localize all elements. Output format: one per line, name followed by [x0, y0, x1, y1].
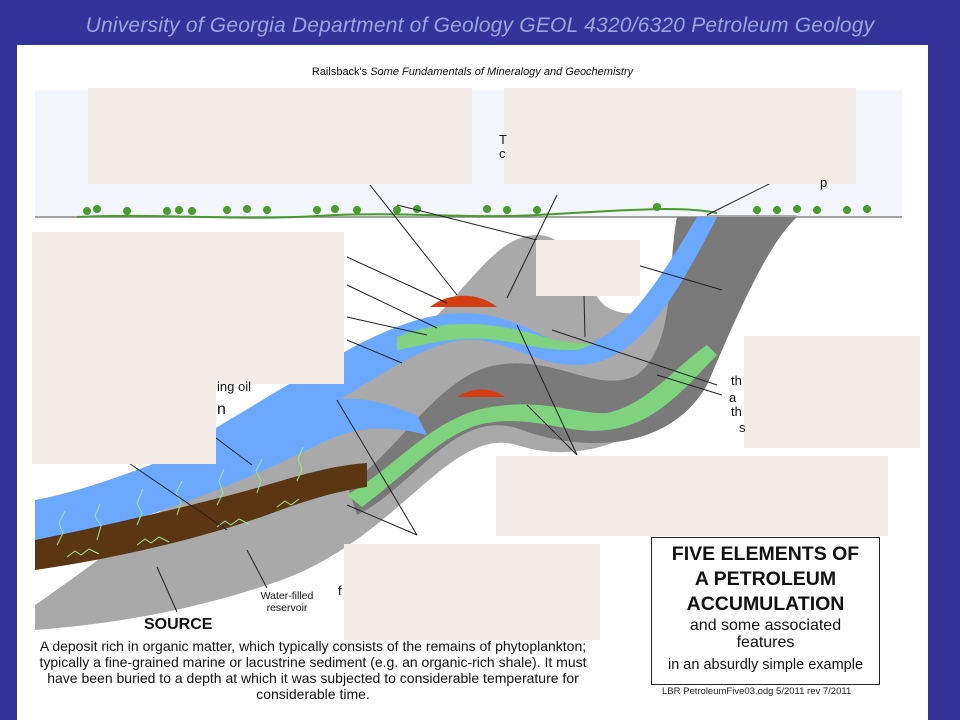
- label-box-left-lower: [32, 384, 216, 464]
- five-sub-line-3: in an absurdly simple example: [667, 657, 864, 673]
- fragment-s: s: [739, 420, 746, 435]
- fragment-t: T: [499, 132, 507, 147]
- label-box-bottom-center: [344, 544, 600, 640]
- grass-line: [76, 208, 718, 219]
- fragment-p: p: [820, 175, 828, 190]
- fragment-f: f: [338, 583, 342, 598]
- label-box-middle-small: [536, 240, 640, 296]
- oil-accumulation-upper: [430, 295, 497, 307]
- fragment-n: n: [217, 401, 226, 418]
- five-elements-box: FIVE ELEMENTS OF A PETROLEUM ACCUMULATIO…: [651, 537, 880, 685]
- water-zone-upper: [397, 323, 597, 351]
- five-sub-line-2: features: [736, 634, 795, 651]
- migration-paths: [56, 446, 304, 558]
- surface-trees: [83, 203, 871, 215]
- fragment-th-1: th: [731, 373, 742, 388]
- label-box-right: [744, 336, 920, 448]
- source-title: SOURCE: [144, 616, 213, 633]
- slide-title: University of Georgia Department of Geol…: [85, 14, 875, 37]
- fragment-th-2: th: [731, 404, 742, 419]
- five-title-line-1: FIVE ELEMENTS OF: [671, 543, 860, 565]
- five-title-line-2: A PETROLEUM: [694, 568, 837, 590]
- five-title-line-3: ACCUMULATION: [686, 593, 845, 615]
- source-rock-layer: [35, 463, 367, 570]
- label-box-bottom-right: [496, 456, 888, 536]
- figure-caption: Railsback's Some Fundamentals of Mineral…: [17, 66, 928, 78]
- label-box-left-upper: [32, 232, 344, 384]
- water-filled-reservoir-label: Water-filled reservoir: [260, 590, 314, 614]
- leader-lines: [116, 179, 778, 613]
- seal-layer: [347, 217, 797, 515]
- label-box-top-right: [504, 88, 856, 184]
- five-sub-line-1: and some associated: [689, 617, 842, 634]
- caption-prefix: Railsback's: [311, 66, 371, 78]
- lower-reservoir-layer: [35, 398, 427, 545]
- fragment-c: c: [499, 146, 506, 161]
- source-description: A deposit rich in organic matter, which …: [39, 638, 587, 702]
- diagram-figure: Railsback's Some Fundamentals of Mineral…: [17, 45, 928, 720]
- fragment-ing-oil: ing oil: [217, 379, 251, 394]
- label-box-top-left: [88, 88, 472, 184]
- caption-italic: Some Fundamentals of Mineralogy and Geoc…: [370, 66, 634, 78]
- figure-credit: LBR PetroleumFive03.odg 5/2011 rev 7/201…: [662, 686, 852, 697]
- fragment-a: a: [729, 390, 737, 405]
- oil-accumulation-lower: [457, 389, 505, 397]
